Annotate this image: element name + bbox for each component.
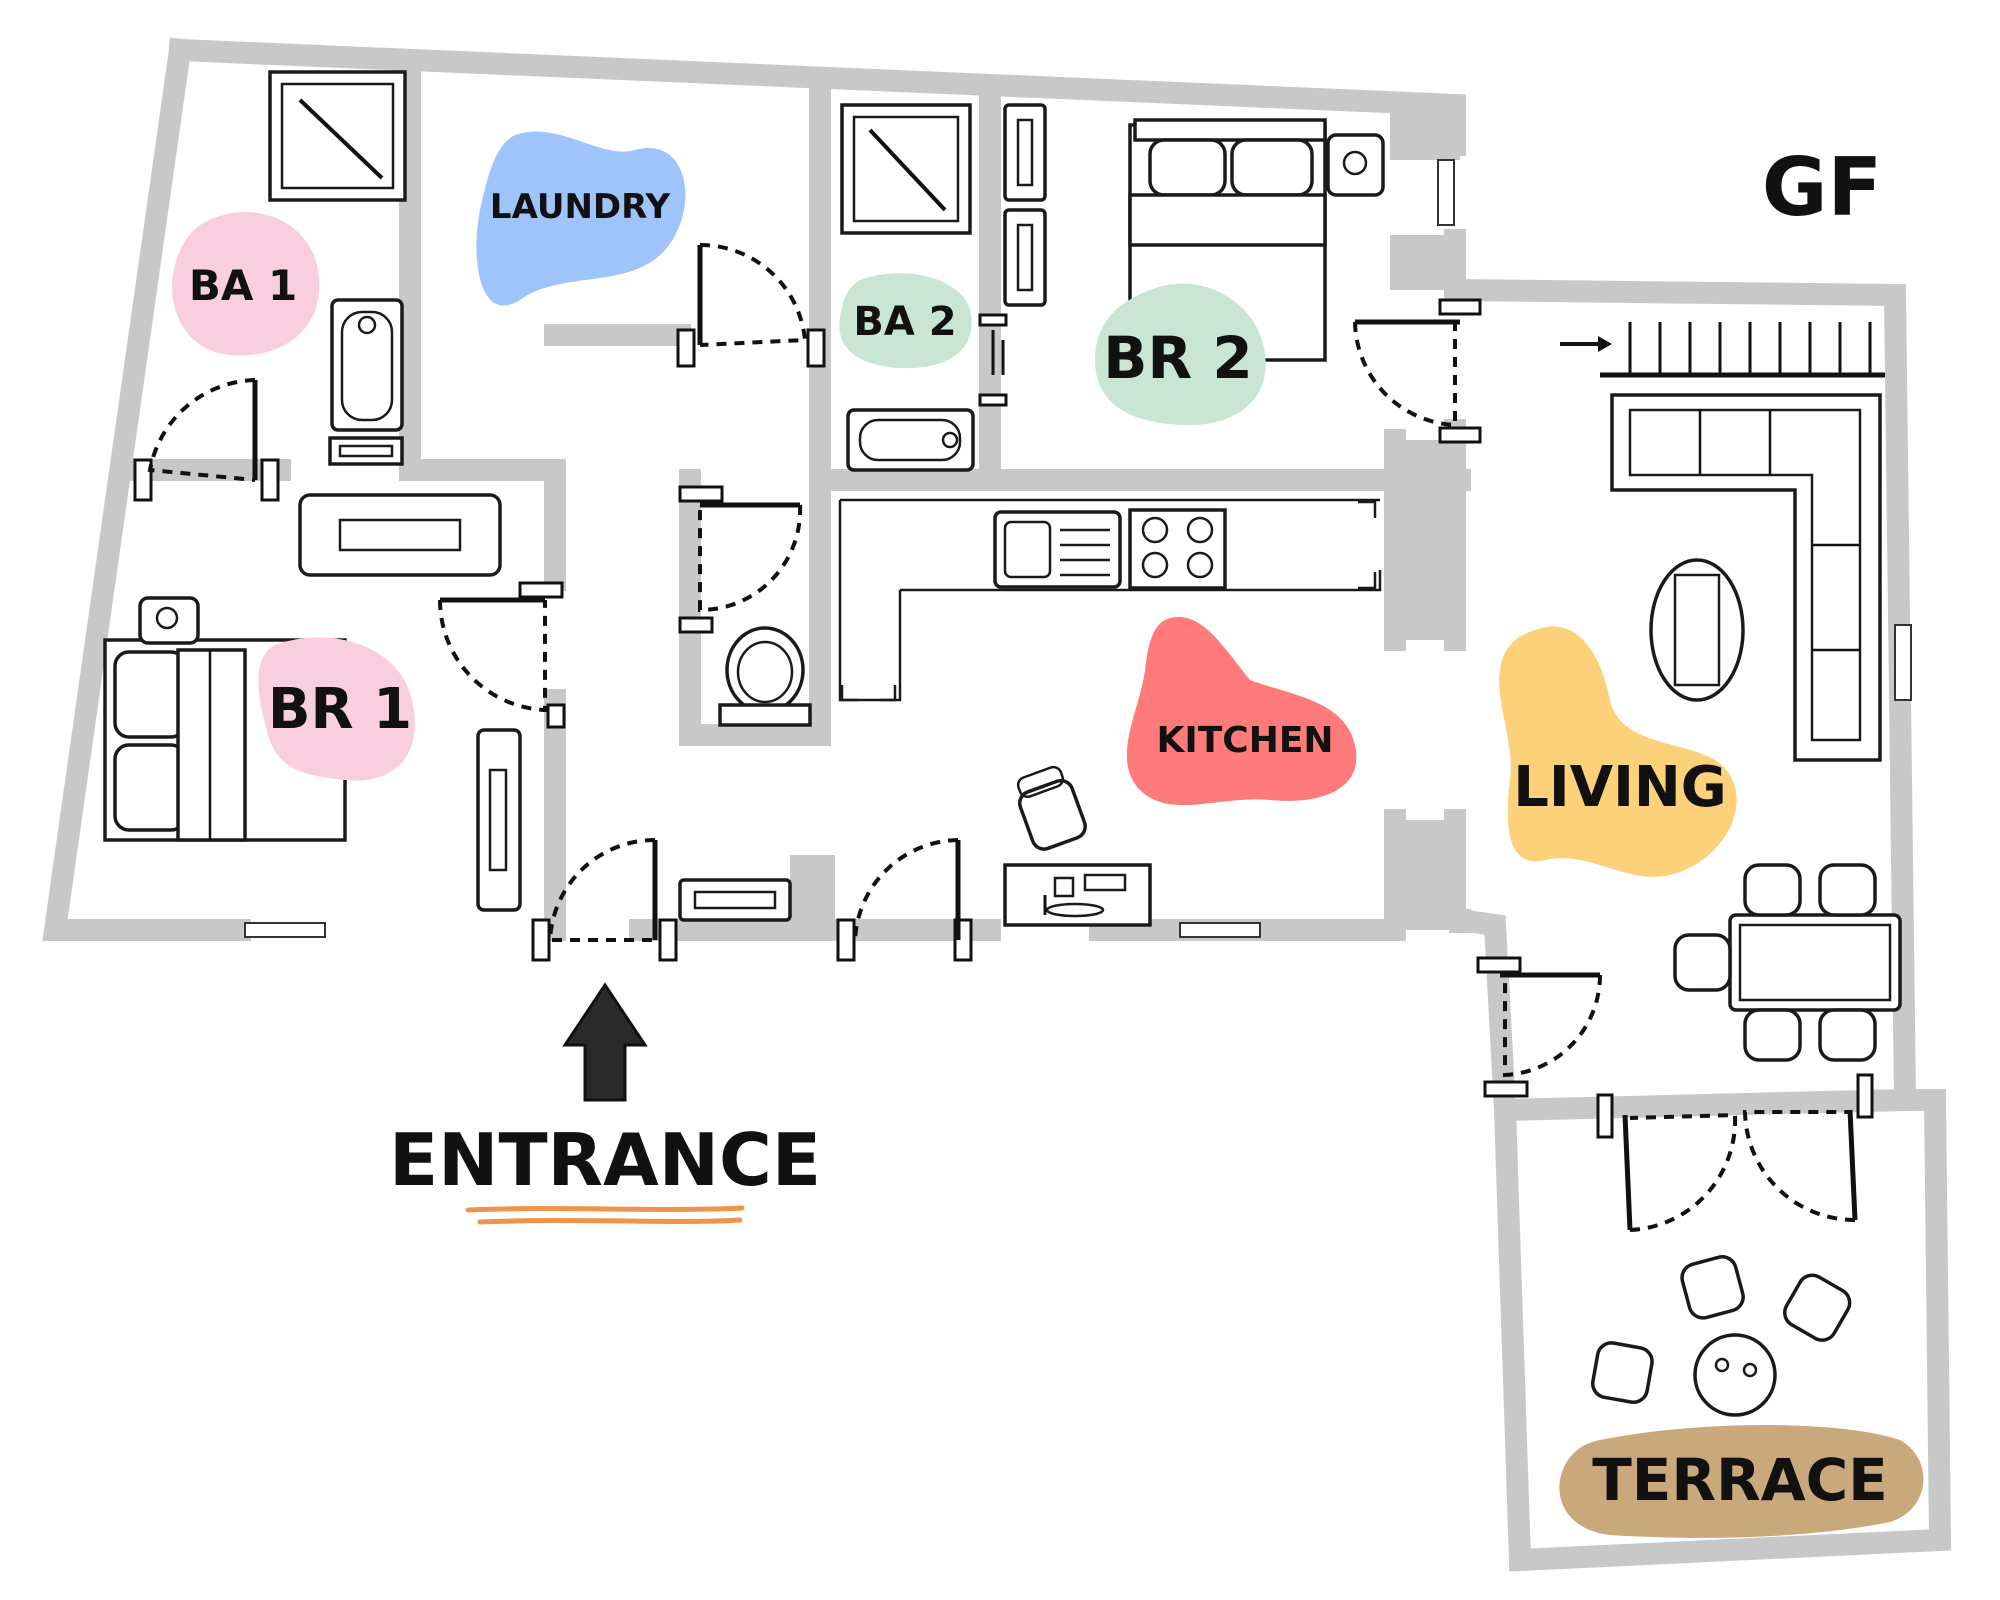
wall-pier-br2-top [1390, 105, 1460, 160]
level-label: GF [1762, 141, 1882, 234]
dining-table-icon [1673, 863, 1902, 1062]
room-living: LIVING [1499, 626, 1737, 877]
chair-icon [1591, 1341, 1654, 1404]
door-living [1476, 956, 1603, 1098]
room-br1: BR 1 [258, 637, 415, 781]
entrance-underline [465, 1205, 745, 1225]
towel-rail-icon [978, 313, 1008, 407]
wardrobe-icon [476, 728, 522, 912]
window [1437, 159, 1455, 226]
door-br2 [1353, 298, 1482, 444]
door-kitchen [836, 838, 973, 962]
kitchen-counter-icon [838, 498, 1382, 702]
wardrobe-icon [1003, 103, 1047, 307]
interior-wall-bath-row [399, 459, 566, 941]
bathtub-icon [328, 298, 404, 466]
room-blob [476, 131, 686, 306]
wall-pier-entry [790, 855, 835, 935]
arrow-right-icon [1560, 336, 1612, 352]
chair-icon [1818, 863, 1877, 917]
room-blob [258, 637, 415, 781]
wall-pier-br2 [1390, 235, 1460, 290]
room-label: BA 2 [853, 299, 956, 345]
room-label: BA 1 [189, 261, 297, 310]
office-chair-icon [1016, 765, 1087, 851]
door-laundry [676, 242, 826, 368]
room-blob [1126, 617, 1357, 806]
room-label: BR 1 [268, 677, 412, 742]
room-label: BR 2 [1103, 324, 1252, 392]
interior-wall-corridor [544, 324, 1471, 491]
wardrobe-icon [298, 493, 502, 577]
room-blob [172, 212, 320, 356]
coffee-table-icon [1649, 558, 1745, 702]
room-label: LIVING [1513, 755, 1727, 820]
door-ba1 [133, 378, 280, 502]
room-ba2: BA 2 [839, 273, 972, 369]
terrace-furniture [1591, 1255, 1852, 1417]
room-br2: BR 2 [1095, 283, 1266, 425]
window [1894, 624, 1912, 701]
bathtub-icon [846, 408, 975, 472]
door-br1 [437, 581, 566, 729]
console-table-icon [678, 878, 792, 922]
interior-wall-wc [679, 469, 831, 746]
room-blob [1559, 1425, 1924, 1538]
chair-icon [1673, 933, 1732, 992]
room-label: LAUNDRY [490, 187, 671, 227]
window [244, 922, 326, 938]
entrance-label: ENTRANCE [389, 1118, 821, 1202]
wall-pier-kitchen [1385, 440, 1463, 640]
door-terrace [1596, 1073, 1874, 1232]
chair-icon [1782, 1273, 1852, 1342]
shower-icon [840, 103, 972, 235]
window [1179, 922, 1261, 938]
sofa-icon [1610, 393, 1882, 762]
round-table-icon [1693, 1333, 1777, 1417]
door-wc [678, 485, 803, 634]
room-terrace: TERRACE [1559, 1425, 1924, 1538]
doors [133, 242, 1874, 1232]
chair-icon [1680, 1255, 1745, 1320]
room-blob [839, 273, 972, 369]
room-kitchen: KITCHEN [1126, 617, 1357, 806]
stove-icon [1128, 508, 1227, 590]
shower-icon [268, 70, 407, 202]
wall-pier-living [1385, 820, 1463, 930]
chair-icon [1743, 863, 1802, 917]
arrow-up-icon [562, 982, 648, 1102]
desk-icon [1003, 863, 1152, 927]
toilet-icon [718, 626, 812, 727]
room-blob [1095, 283, 1266, 425]
room-label: KITCHEN [1156, 720, 1333, 761]
room-laundry: LAUNDRY [476, 131, 686, 306]
room-label: TERRACE [1592, 1446, 1888, 1514]
chair-icon [1743, 1008, 1802, 1062]
room-ba1: BA 1 [172, 212, 320, 356]
stairs-icon [1600, 322, 1885, 378]
terrace-wall [1493, 1089, 1952, 1572]
windows [244, 159, 1912, 938]
room-blob [1499, 626, 1737, 877]
chair-icon [1818, 1008, 1877, 1062]
door-entrance [531, 837, 678, 962]
